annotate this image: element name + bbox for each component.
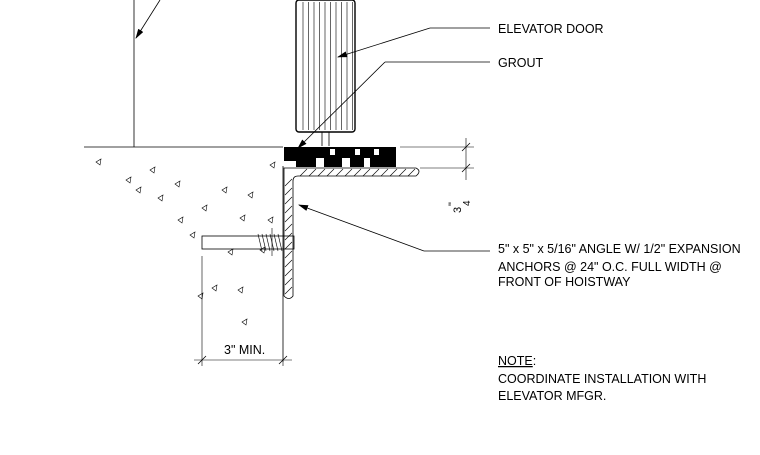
min-dimension (194, 256, 292, 366)
gap-dimension-numerator: 3 (452, 207, 464, 213)
angle-hatch-line (308, 168, 317, 177)
aggregate-mark (241, 318, 248, 326)
angle-label-line1: 5" x 5" x 5/16" ANGLE W/ 1/2" EXPANSION (498, 242, 741, 256)
aggregate-mark (125, 176, 132, 184)
angle-hatch-line (284, 178, 293, 187)
aggregate-mark (197, 292, 204, 300)
angle-hatch-line (326, 168, 335, 177)
angle-hatch-line (284, 187, 293, 196)
concrete-hatch (95, 158, 276, 326)
angle-hatch-line (389, 168, 398, 177)
anchor-thread (261, 233, 267, 252)
angle-hatch-line (335, 168, 344, 177)
anchor-thread (265, 233, 271, 252)
angle-hatch-line (284, 250, 293, 259)
angle-hatch-line (284, 286, 293, 295)
angle-hatch-line (284, 205, 293, 214)
elevator-door-leader (337, 27, 490, 58)
aggregate-mark (201, 204, 208, 212)
angle-leader (298, 204, 490, 252)
aggregate-mark (247, 191, 254, 199)
angle-hatch-line (284, 268, 293, 277)
anchor-thread (273, 233, 279, 252)
angle-label-line3: FRONT OF HOISTWAY (498, 275, 631, 289)
wall-leader (135, 0, 161, 39)
angle-hatch-line (344, 168, 353, 177)
angle-hatch-line (317, 168, 326, 177)
elevator-sill (284, 147, 396, 167)
angle-hatch-line (299, 168, 308, 177)
anchor-thread (257, 233, 263, 252)
angle-hatch-line (362, 168, 371, 177)
note-line2: ELEVATOR MFGR. (498, 389, 606, 403)
angle-hatch-line (371, 168, 380, 177)
angle-hatch-line (284, 223, 293, 232)
aggregate-mark (174, 180, 181, 188)
angle-hatch-line (407, 168, 416, 177)
angle-label-line2: ANCHORS @ 24" O.C. FULL WIDTH @ (498, 260, 722, 274)
aggregate-mark (237, 286, 244, 294)
note-block: NOTE: COORDINATE INSTALLATION WITH ELEVA… (498, 354, 706, 403)
aggregate-mark (149, 166, 156, 174)
angle-hatch-line (284, 259, 293, 268)
aggregate-mark (177, 216, 184, 224)
angle-hatch-line (353, 168, 362, 177)
grout-leader (297, 61, 490, 149)
elevator-door-label: ELEVATOR DOOR (498, 22, 604, 36)
steel-angle (283, 167, 420, 299)
expansion-anchor (201, 228, 295, 256)
angle-hatch-line (284, 277, 293, 286)
aggregate-mark (267, 216, 274, 224)
angle-hatch-line (398, 168, 407, 177)
aggregate-mark (269, 161, 276, 169)
aggregate-mark (221, 186, 228, 194)
gap-dimension (400, 138, 474, 180)
angle-hatch-line (284, 196, 293, 205)
note-line1: COORDINATE INSTALLATION WITH (498, 372, 706, 386)
anchor-thread (277, 233, 283, 252)
min-dimension-label: 3" MIN. (224, 343, 265, 357)
aggregate-mark (227, 248, 234, 256)
aggregate-mark (211, 284, 218, 292)
svg-text:NOTE:: NOTE: (498, 354, 536, 368)
aggregate-mark (95, 158, 102, 166)
aggregate-mark (157, 194, 164, 202)
grout-label: GROUT (498, 56, 544, 70)
angle-hatch-line (380, 168, 389, 177)
aggregate-mark (135, 186, 142, 194)
angle-hatch-line (284, 232, 293, 241)
angle-hatch-line (284, 214, 293, 223)
aggregate-mark (189, 231, 196, 239)
aggregate-mark (259, 246, 266, 254)
aggregate-mark (239, 214, 246, 222)
elevator-door-panel (295, 0, 356, 146)
note-heading-colon: : (533, 354, 536, 368)
note-heading: NOTE (498, 354, 533, 368)
gap-dimension-unit: " (447, 202, 459, 206)
gap-dimension-denominator: 4 (462, 200, 473, 206)
gap-dimension-label: 3 " 4 (447, 200, 473, 213)
angle-hatch-line (284, 241, 293, 250)
